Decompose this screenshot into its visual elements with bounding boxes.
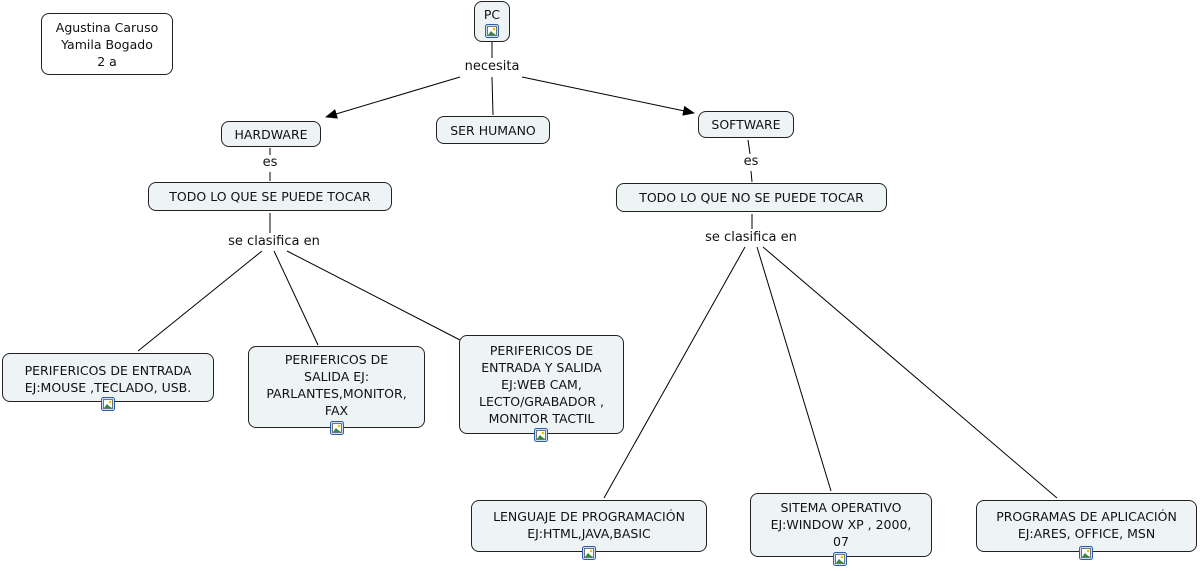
node-sistema-operativo-label: SITEMA OPERATIVO EJ:WINDOW XP , 2000, 07 xyxy=(770,500,912,549)
node-sistema-operativo[interactable]: SITEMA OPERATIVO EJ:WINDOW XP , 2000, 07 xyxy=(750,493,932,557)
node-perifericos-entrada[interactable]: PERIFERICOS DE ENTRADA EJ:MOUSE ,TECLADO… xyxy=(2,353,214,402)
link-label-clasifica-hardware[interactable]: se clasifica en xyxy=(226,234,322,250)
node-hardware-definition[interactable]: TODO LO QUE SE PUEDE TOCAR xyxy=(148,182,392,211)
link-label-clasifica-software[interactable]: se clasifica en xyxy=(703,230,799,246)
node-hardware[interactable]: HARDWARE xyxy=(221,121,321,147)
node-lenguaje-programacion-label: LENGUAJE DE PROGRAMACIÓN EJ:HTML,JAVA,BA… xyxy=(493,509,685,541)
node-programas-aplicacion-label: PROGRAMAS DE APLICACIÓN EJ:ARES, OFFICE,… xyxy=(996,509,1177,541)
node-pc[interactable]: PC xyxy=(474,1,510,42)
image-icon[interactable] xyxy=(582,546,596,560)
node-software-definition-label: TODO LO QUE NO SE PUEDE TOCAR xyxy=(639,190,864,205)
node-perifericos-entrada-label: PERIFERICOS DE ENTRADA EJ:MOUSE ,TECLADO… xyxy=(24,362,192,395)
node-lenguaje-programacion[interactable]: LENGUAJE DE PROGRAMACIÓN EJ:HTML,JAVA,BA… xyxy=(471,500,707,552)
node-software-label: SOFTWARE xyxy=(711,117,781,132)
node-software[interactable]: SOFTWARE xyxy=(698,111,794,138)
node-programas-aplicacion[interactable]: PROGRAMAS DE APLICACIÓN EJ:ARES, OFFICE,… xyxy=(976,500,1197,552)
node-perifericos-salida-label: PERIFERICOS DE SALIDA EJ: PARLANTES,MONI… xyxy=(266,352,407,418)
node-perifericos-entrada-salida-label: PERIFERICOS DE ENTRADA Y SALIDA EJ:WEB C… xyxy=(479,343,604,426)
authors-box[interactable]: Agustina Caruso Yamila Bogado 2 a xyxy=(41,13,173,75)
node-perifericos-salida[interactable]: PERIFERICOS DE SALIDA EJ: PARLANTES,MONI… xyxy=(248,346,425,428)
link-label-es-hardware[interactable]: es xyxy=(260,155,280,171)
node-ser-humano-label: SER HUMANO xyxy=(450,122,536,138)
link-label-es-software[interactable]: es xyxy=(741,154,761,170)
node-hardware-label: HARDWARE xyxy=(234,126,308,142)
image-icon[interactable] xyxy=(534,428,548,442)
link-necesita-software xyxy=(521,76,695,116)
link-necesita-hardware xyxy=(325,76,461,119)
node-perifericos-entrada-salida[interactable]: PERIFERICOS DE ENTRADA Y SALIDA EJ:WEB C… xyxy=(459,335,624,434)
image-icon[interactable] xyxy=(101,397,115,411)
node-pc-label: PC xyxy=(483,6,501,22)
link-necesita-ser-humano xyxy=(491,76,494,116)
image-icon[interactable] xyxy=(330,421,344,435)
authors-text: Agustina Caruso Yamila Bogado 2 a xyxy=(55,19,159,69)
image-icon[interactable] xyxy=(833,552,847,566)
link-label-necesita[interactable]: necesita xyxy=(462,59,522,75)
node-hardware-definition-label: TODO LO QUE SE PUEDE TOCAR xyxy=(169,189,371,204)
image-icon[interactable] xyxy=(1079,546,1093,560)
node-ser-humano[interactable]: SER HUMANO xyxy=(436,116,550,144)
image-icon[interactable] xyxy=(485,23,499,38)
node-software-definition[interactable]: TODO LO QUE NO SE PUEDE TOCAR xyxy=(616,183,887,212)
